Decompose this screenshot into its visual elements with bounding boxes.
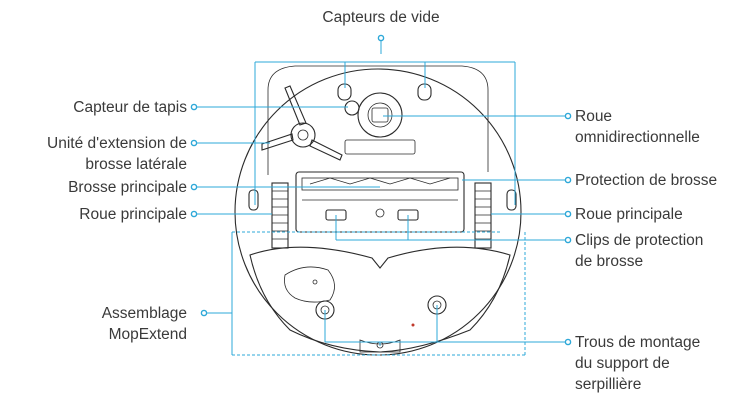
label-mop-holes-line3: serpillière xyxy=(575,376,641,393)
label-carpet-sensor: Capteur de tapis xyxy=(73,99,187,116)
mop-plate xyxy=(249,246,511,353)
robot-body-outline xyxy=(234,68,522,356)
label-brush-guard: Protection de brosse xyxy=(575,172,717,189)
carpet-sensor xyxy=(344,100,360,116)
labels: Capteurs de vide Capteur de tapis Unité … xyxy=(47,9,717,393)
upper-contour xyxy=(267,65,489,175)
label-mop-holes-line1: Trous de montage xyxy=(575,334,700,351)
label-vacuum-sensors: Capteurs de vide xyxy=(322,9,439,26)
label-main-wheel-right: Roue principale xyxy=(575,206,683,223)
main-wheel-right xyxy=(474,182,492,249)
callout-lines xyxy=(194,40,568,356)
side-brush-extension xyxy=(344,139,416,155)
robot-underside-drawing xyxy=(234,65,522,356)
omni-wheel xyxy=(357,92,403,138)
label-omni-wheel-line2: omnidirectionnelle xyxy=(575,129,700,146)
callout-dots xyxy=(190,34,572,346)
label-main-wheel-left: Roue principale xyxy=(79,206,187,223)
label-mop-assembly-line1: Assemblage xyxy=(102,305,187,322)
label-main-brush: Brosse principale xyxy=(68,179,187,196)
label-side-brush-extension-line1: Unité d'extension de xyxy=(47,135,187,152)
label-brush-guard-clips-line1: Clips de protection xyxy=(575,232,703,249)
main-brush-compartment xyxy=(295,171,465,233)
label-omni-wheel-line1: Roue xyxy=(575,108,612,125)
label-mop-assembly-line2: MopExtend xyxy=(109,326,187,343)
side-brush xyxy=(261,85,343,161)
label-side-brush-extension-line2: brosse latérale xyxy=(85,156,187,173)
main-wheel-left xyxy=(271,182,289,249)
cliff-sensor xyxy=(248,189,259,211)
cliff-sensor xyxy=(506,189,517,211)
label-mop-holes-line2: du support de xyxy=(575,355,670,372)
label-brush-guard-clips-line2: de brosse xyxy=(575,253,643,270)
